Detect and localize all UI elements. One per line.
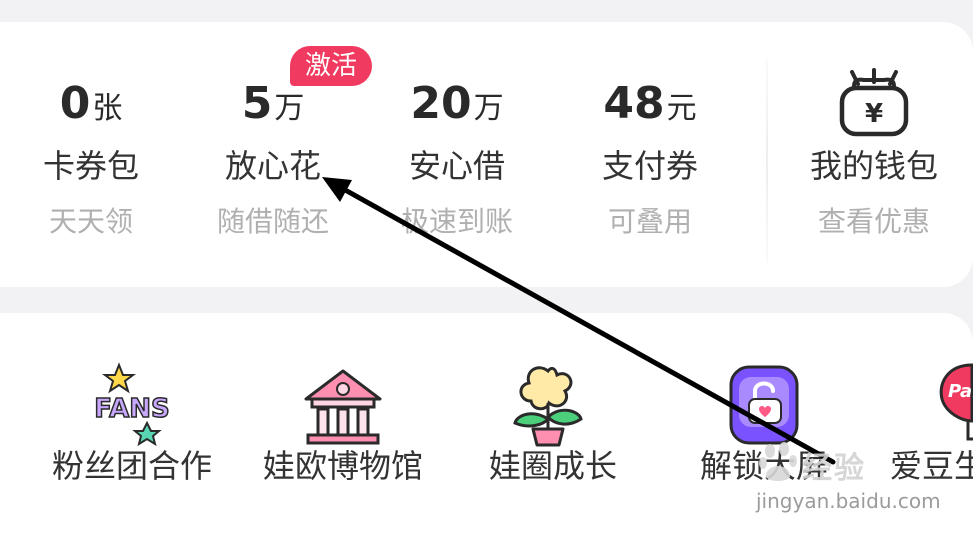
stat-number: 20 [410, 78, 472, 129]
svg-text:¥: ¥ [865, 99, 883, 129]
stat-number: 0 [59, 78, 91, 129]
stat-name: 安心借 [408, 147, 505, 185]
museum-icon [298, 359, 388, 449]
svg-text:Par: Par [948, 381, 973, 402]
wallet-name: 我的钱包 [809, 147, 938, 185]
stat-subtitle: 随借随还 [216, 205, 329, 238]
flower-pot-icon [503, 359, 593, 449]
divider [766, 58, 768, 263]
stat-unit: 张 [92, 91, 123, 126]
unlock-screen-icon [721, 359, 811, 449]
service-label: 粉丝团合作 [51, 447, 212, 485]
stat-name: 卡券包 [42, 147, 139, 185]
activate-badge[interactable]: 激活 [290, 46, 372, 86]
stat-number: 5 [241, 78, 273, 129]
service-label: 娃圈成长 [488, 447, 617, 485]
stat-value: 48元 [565, 78, 735, 130]
stat-name: 支付券 [601, 147, 698, 185]
stat-unit: 万 [274, 91, 305, 126]
services-card: FANS 粉丝团合作 娃欧博物馆 [0, 313, 973, 553]
stat-number: 48 [603, 78, 665, 129]
stat-name: 放心花 [224, 147, 321, 185]
service-label: 解锁大屏 [699, 447, 828, 485]
stat-value: 20万 [372, 78, 542, 130]
stat-subtitle: 天天领 [48, 205, 133, 238]
stat-value: 0张 [6, 78, 176, 130]
wallet-subtitle: 查看优惠 [817, 205, 930, 238]
svg-text:FANS: FANS [94, 394, 169, 424]
service-label: 娃欧博物馆 [262, 447, 423, 485]
wallet-card: 0张 卡券包 天天领 5万 放心花 随借随还 激活 20万 安心借 极速到账 4… [0, 22, 973, 287]
stat-subtitle: 可叠用 [607, 205, 692, 238]
stat-unit: 万 [473, 91, 504, 126]
fans-icon: FANS [87, 359, 177, 449]
stat-value: 5万 [188, 78, 358, 130]
stat-subtitle: 极速到账 [400, 205, 513, 238]
service-label: 爱豆生 [890, 447, 973, 485]
wallet-yen-icon: ¥ [834, 64, 914, 144]
stat-unit: 元 [666, 91, 697, 126]
pin-icon: Par [932, 359, 973, 449]
